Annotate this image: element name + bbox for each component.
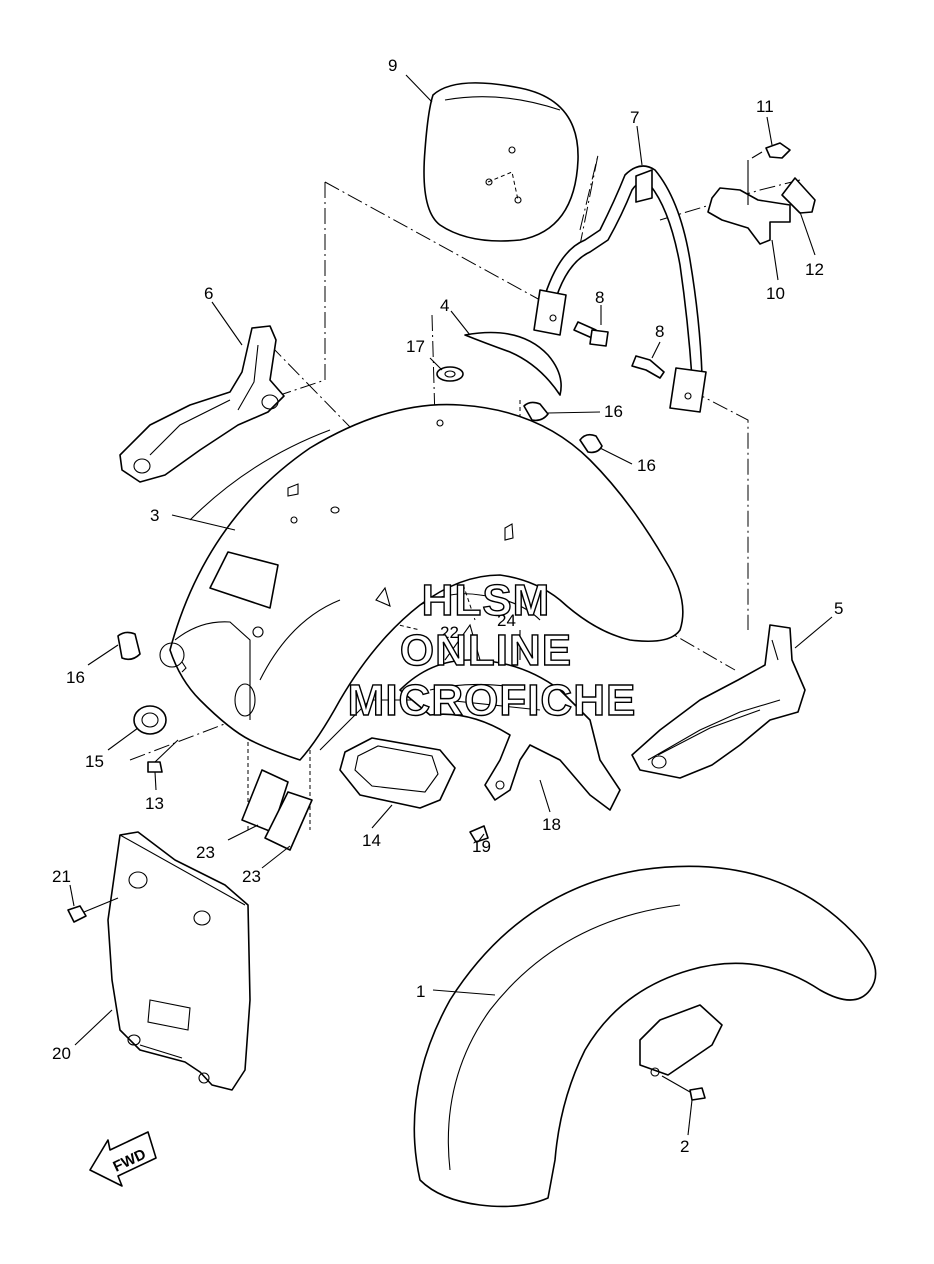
callout-14: 14 — [362, 831, 381, 850]
callout-19: 19 — [472, 837, 491, 856]
callout-labels: 1 2 3 4 5 6 7 8 8 9 10 11 12 13 14 15 16… — [52, 56, 843, 1156]
callout-5: 5 — [834, 599, 843, 618]
part-left-strut — [119, 325, 285, 483]
callout-16c: 16 — [637, 456, 656, 475]
part-right-strut — [631, 624, 806, 779]
callout-11: 11 — [756, 97, 774, 116]
part-bolts-8 — [573, 321, 665, 379]
part-tail-lens — [339, 737, 456, 809]
callout-2: 2 — [680, 1137, 689, 1156]
callout-13: 13 — [145, 794, 164, 813]
watermark-line-1: HLSM — [422, 576, 551, 625]
part-plug — [133, 705, 167, 735]
callout-18: 18 — [542, 815, 561, 834]
leader-lines — [69, 74, 833, 1136]
callout-8b: 8 — [655, 322, 664, 341]
part-side-cover — [67, 831, 251, 1091]
callout-23b: 23 — [242, 867, 261, 886]
watermark: HLSM ONLINE MICROFICHE — [347, 575, 637, 725]
callout-22: 22 — [440, 623, 459, 642]
part-bracket-assembly — [707, 142, 816, 245]
callout-17: 17 — [406, 337, 425, 356]
callout-12: 12 — [805, 260, 824, 279]
callout-21: 21 — [52, 867, 71, 886]
part-stickers — [209, 551, 313, 851]
callout-6: 6 — [204, 284, 213, 303]
part-trim-strip — [464, 331, 562, 396]
part-washer — [436, 366, 464, 382]
callout-4: 4 — [440, 296, 449, 315]
callout-16b: 16 — [604, 402, 623, 421]
watermark-line-2: ONLINE — [400, 626, 572, 675]
callout-10: 10 — [766, 284, 785, 303]
part-backrest-pad — [423, 82, 579, 242]
part-front-fender — [413, 865, 877, 1208]
callout-8a: 8 — [595, 288, 604, 307]
callout-23a: 23 — [196, 843, 215, 862]
callout-9: 9 — [388, 56, 397, 75]
part-grommets — [117, 401, 603, 661]
callout-7: 7 — [630, 108, 639, 127]
callout-16a: 16 — [66, 668, 85, 687]
part-bolt-13 — [147, 739, 179, 773]
fwd-arrow-icon: FWD — [89, 1131, 157, 1187]
watermark-line-3: MICROFICHE — [348, 676, 637, 725]
callout-3: 3 — [150, 506, 159, 525]
callout-1: 1 — [416, 982, 425, 1001]
part-backrest-bar — [533, 165, 707, 413]
callout-20: 20 — [52, 1044, 71, 1063]
callout-24: 24 — [497, 611, 516, 630]
part-inner-bracket — [399, 623, 621, 843]
callout-15: 15 — [85, 752, 104, 771]
part-rear-fender — [159, 403, 684, 761]
